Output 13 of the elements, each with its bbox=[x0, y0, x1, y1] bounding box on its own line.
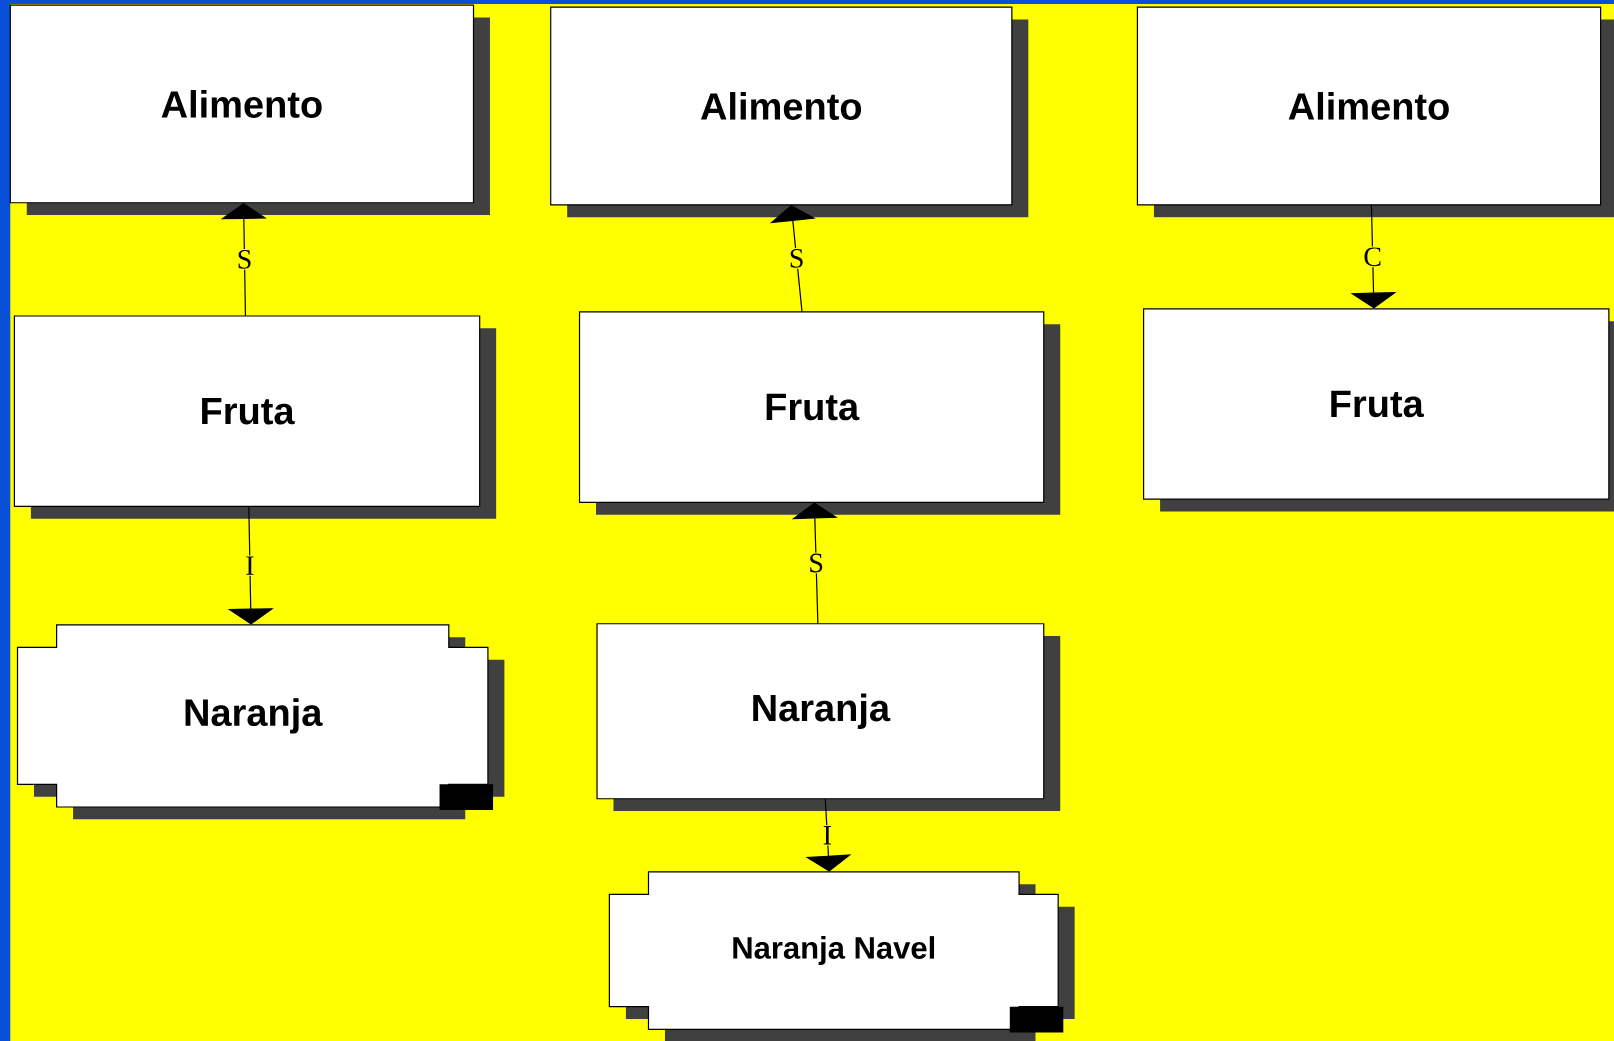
class-box: Fruta bbox=[1143, 308, 1614, 512]
notched-box: Naranja bbox=[16, 624, 505, 820]
class-box: Fruta bbox=[13, 315, 497, 519]
class-box: Naranja bbox=[596, 623, 1061, 812]
edge-label: S bbox=[807, 552, 825, 574]
edge-label: C bbox=[1362, 246, 1383, 268]
edge-label: I bbox=[244, 555, 256, 576]
class-box: Alimento bbox=[1136, 6, 1614, 218]
class-box: Alimento bbox=[550, 6, 1029, 218]
edge-label: I bbox=[821, 825, 833, 846]
notched-box: Naranja Navel bbox=[608, 871, 1075, 1041]
class-box: Fruta bbox=[578, 311, 1061, 515]
class-box: Alimento bbox=[9, 4, 490, 216]
